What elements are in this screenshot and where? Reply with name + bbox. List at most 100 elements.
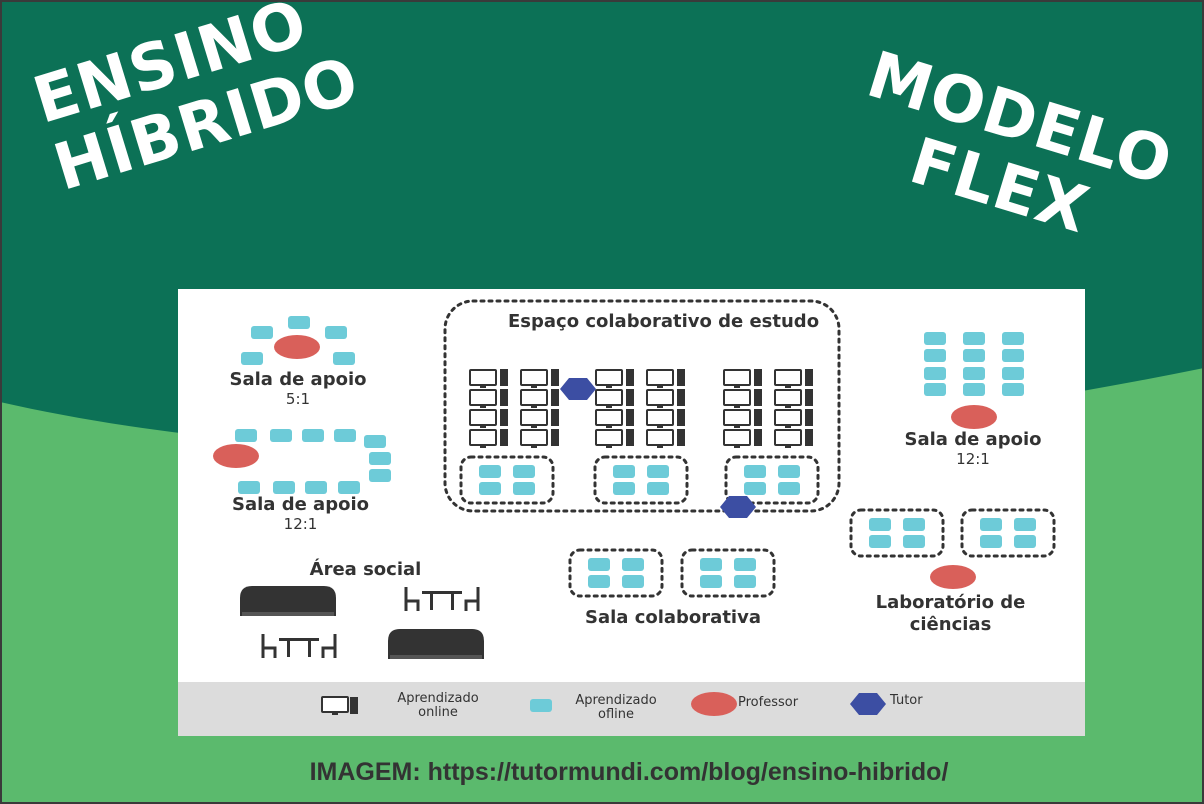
computer-monitor (774, 409, 802, 426)
computer-stand (734, 445, 740, 448)
student-seat-offline (369, 469, 391, 482)
computer-tower (754, 429, 762, 446)
label-sala-apoio-12-1-right: Sala de apoio (904, 429, 1042, 450)
student-seat-offline (700, 558, 722, 571)
label-sala-apoio-12-1-left: Sala de apoio (232, 494, 369, 515)
student-seat-offline (903, 535, 925, 548)
computer-tower (626, 429, 634, 446)
ratio-12-1-left: 12:1 (283, 515, 318, 533)
student-seat-offline (700, 575, 722, 588)
professor-marker (274, 335, 320, 359)
computer-tower (677, 369, 685, 386)
computer-monitor (469, 369, 497, 386)
student-seat-offline (513, 465, 535, 478)
computer-tower (805, 409, 813, 426)
student-seat-offline (734, 575, 756, 588)
sofa-icon (388, 629, 484, 659)
computer-monitor (774, 389, 802, 406)
student-seat-offline (513, 482, 535, 495)
diagram-canvas (213, 299, 1056, 716)
student-seat-offline (238, 481, 260, 494)
chair-right (321, 634, 337, 658)
student-seat-offline (869, 518, 891, 531)
label-area-social: Área social (309, 559, 422, 580)
label-sala-apoio-5-1: Sala de apoio (229, 369, 367, 390)
chair-left (404, 587, 420, 611)
computer-tower (500, 389, 508, 406)
student-seat-offline (235, 429, 257, 442)
computer-tower (551, 389, 559, 406)
tutor-marker (720, 496, 756, 518)
student-seat-offline (288, 316, 310, 329)
sofa-seat (242, 612, 334, 616)
student-seat-offline (903, 518, 925, 531)
student-seat-offline (369, 452, 391, 465)
student-seat-offline (334, 429, 356, 442)
computer-monitor (595, 429, 623, 446)
student-seat-offline (302, 429, 324, 442)
computer-tower (754, 409, 762, 426)
student-seat-offline (744, 465, 766, 478)
computer-stand (785, 385, 791, 388)
computer-monitor (646, 409, 674, 426)
computer-monitor (595, 389, 623, 406)
student-seat-offline (1014, 535, 1036, 548)
student-seat-offline (270, 429, 292, 442)
student-seat-offline (963, 349, 985, 362)
legend-professor-label: Professor (738, 695, 799, 710)
professor-marker (951, 405, 997, 429)
student-seat-offline (1002, 332, 1024, 345)
student-seat-offline (963, 332, 985, 345)
student-seat-offline (364, 435, 386, 448)
legend-tutor-label: Tutor (890, 693, 923, 708)
sofa-icon (240, 586, 336, 616)
dashed-zone (593, 455, 689, 505)
tutor-marker (560, 378, 596, 400)
computer-stand (480, 445, 486, 448)
computer-monitor (646, 389, 674, 406)
student-seat-offline (613, 482, 635, 495)
computer-stand (785, 405, 791, 408)
student-seat-offline (963, 367, 985, 380)
computer-tower (626, 409, 634, 426)
dashed-zone (443, 299, 841, 513)
dashed-zone (960, 508, 1056, 558)
computer-stand (480, 405, 486, 408)
dashed-zone (568, 548, 664, 598)
student-seat-offline (325, 326, 347, 339)
computer-monitor (520, 369, 548, 386)
student-seat-offline (980, 518, 1002, 531)
table-leg (451, 594, 454, 610)
computer-tower (551, 429, 559, 446)
student-seat-offline (924, 349, 946, 362)
computer-monitor (595, 369, 623, 386)
computer-monitor (646, 429, 674, 446)
student-seat-offline (588, 558, 610, 571)
computer-monitor (723, 389, 751, 406)
chair-right (464, 587, 480, 611)
student-seat-offline (924, 383, 946, 396)
computer-tower (805, 369, 813, 386)
table-leg (287, 641, 290, 657)
computer-monitor (723, 429, 751, 446)
dashed-zone (849, 508, 945, 558)
computer-tower (551, 409, 559, 426)
computer-tower (805, 389, 813, 406)
computer-stand (531, 385, 537, 388)
student-seat-offline (479, 465, 501, 478)
student-seat-offline (530, 699, 552, 712)
computer-stand (657, 425, 663, 428)
computer-stand (606, 405, 612, 408)
computer-monitor (469, 389, 497, 406)
student-seat-offline (647, 465, 669, 478)
student-seat-offline (1002, 349, 1024, 362)
computer-tower (626, 389, 634, 406)
computer-tower (500, 369, 508, 386)
student-seat-offline (980, 535, 1002, 548)
computer-monitor (595, 409, 623, 426)
computer-stand (606, 385, 612, 388)
computer-tower (551, 369, 559, 386)
computer-tower (677, 409, 685, 426)
computer-monitor (520, 389, 548, 406)
